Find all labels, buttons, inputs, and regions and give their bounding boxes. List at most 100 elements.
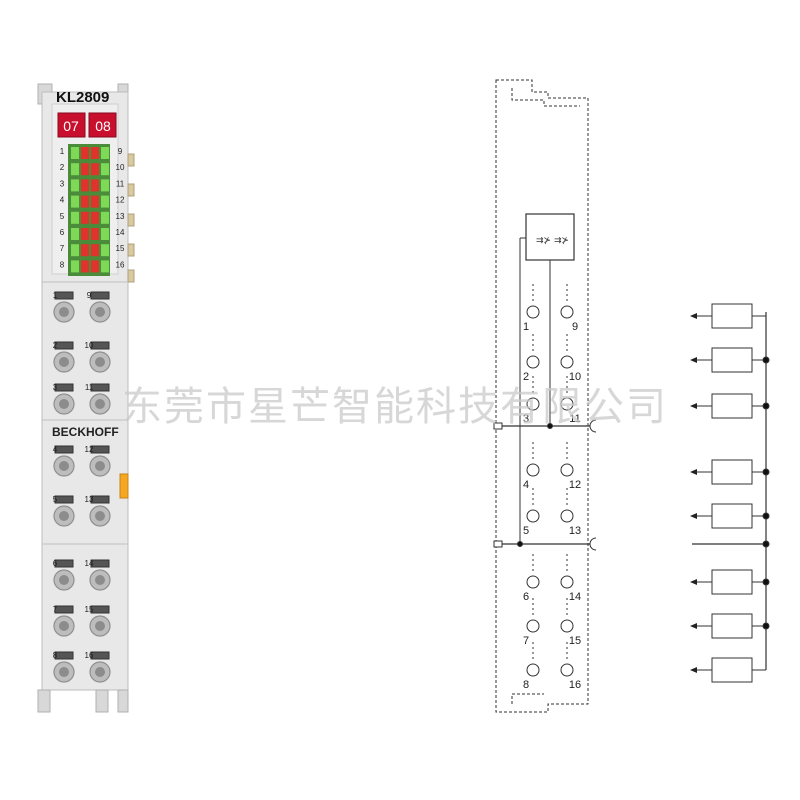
terminal-hole-inner-6 bbox=[59, 575, 69, 585]
pin-circle-9 bbox=[560, 305, 574, 319]
pin-label-left: 4 bbox=[523, 479, 529, 491]
pin-circle-12 bbox=[560, 463, 574, 477]
bus-hook-upper bbox=[589, 419, 597, 433]
pin-circle-6 bbox=[526, 575, 540, 589]
terminal-slot-12 bbox=[90, 445, 110, 454]
pin-label-left: 3 bbox=[523, 413, 529, 425]
pin-circle-14 bbox=[560, 575, 574, 589]
pin-label-left: 2 bbox=[523, 371, 529, 383]
led-4-3 bbox=[91, 195, 99, 208]
load-junction-2 bbox=[762, 356, 770, 364]
status-box-08 bbox=[88, 112, 117, 138]
arrow-left-icon bbox=[690, 623, 697, 629]
led-5-2 bbox=[81, 211, 89, 224]
pin-label-right: 12 bbox=[569, 479, 581, 491]
pin-label-right: 14 bbox=[569, 591, 581, 603]
led-6-4 bbox=[101, 228, 109, 240]
led-number-left: 8 bbox=[60, 260, 65, 269]
arrow-left-icon bbox=[690, 313, 697, 319]
terminal-slot-4 bbox=[54, 445, 74, 454]
load-junction-4 bbox=[762, 468, 770, 476]
led-number-right: 14 bbox=[116, 228, 125, 237]
pin-circle-7 bbox=[526, 619, 540, 633]
load-junction-bus bbox=[762, 540, 770, 548]
load-box-4 bbox=[711, 459, 753, 485]
led-5-1 bbox=[71, 211, 79, 224]
led-number-right: 15 bbox=[116, 244, 125, 253]
pin-circle-10 bbox=[560, 355, 574, 369]
pin-label-left: 6 bbox=[523, 591, 529, 603]
terminal-number-left: 5 bbox=[53, 495, 58, 504]
bus-hook-lower bbox=[589, 537, 597, 551]
led-number-right: 12 bbox=[116, 196, 125, 205]
led-3-2 bbox=[81, 179, 89, 192]
module-outline bbox=[495, 79, 589, 713]
terminal-hole-inner-8 bbox=[59, 667, 69, 677]
terminal-number-right: 16 bbox=[85, 651, 94, 660]
terminal-slot-8 bbox=[54, 651, 74, 660]
brand-label: BECKHOFF bbox=[52, 425, 119, 439]
terminal-number-right: 15 bbox=[85, 605, 94, 614]
bus-terminal-upper bbox=[493, 422, 503, 430]
led-8-3 bbox=[91, 260, 99, 273]
foot-right bbox=[117, 689, 129, 713]
led-6-3 bbox=[91, 228, 99, 240]
led-number-right: 16 bbox=[116, 260, 125, 269]
led-1-2 bbox=[81, 147, 89, 159]
outline-inner-top bbox=[511, 88, 580, 107]
load-junction-6 bbox=[762, 578, 770, 586]
led-4-1 bbox=[71, 195, 79, 208]
terminal-slot-3 bbox=[54, 383, 74, 392]
terminal-hole-inner-15 bbox=[95, 621, 105, 631]
status-box-07 bbox=[57, 112, 86, 138]
terminal-hole-inner-4 bbox=[59, 461, 69, 471]
arrow-left-icon bbox=[690, 667, 697, 673]
load-junction-7 bbox=[762, 622, 770, 630]
terminal-number-right: 9 bbox=[87, 291, 92, 300]
led-7-1 bbox=[71, 244, 79, 257]
terminal-number-left: 7 bbox=[53, 605, 58, 614]
pin-label-right: 11 bbox=[569, 413, 580, 425]
model-label: KL2809 bbox=[56, 89, 109, 106]
terminal-number-right: 10 bbox=[85, 341, 94, 350]
side-pins bbox=[127, 153, 135, 283]
led-3-3 bbox=[91, 179, 99, 192]
terminal-number-right: 14 bbox=[85, 559, 94, 568]
orange-tab bbox=[119, 473, 129, 499]
terminal-hole-inner-13 bbox=[95, 511, 105, 521]
pin-circle-4 bbox=[526, 463, 540, 477]
arrow-left-icon bbox=[690, 357, 697, 363]
led-2-1 bbox=[71, 163, 79, 176]
pin-label-right: 13 bbox=[569, 525, 581, 537]
led-7-2 bbox=[81, 244, 89, 257]
pin-circle-5 bbox=[526, 509, 540, 523]
terminal-hole-inner-7 bbox=[59, 621, 69, 631]
led-number-right: 13 bbox=[116, 212, 125, 221]
pin-label-left: 8 bbox=[523, 679, 529, 691]
led-number-right: 10 bbox=[116, 163, 125, 172]
led-number-left: 6 bbox=[60, 228, 65, 237]
terminal-hole-inner-16 bbox=[95, 667, 105, 677]
led-1-1 bbox=[71, 147, 79, 159]
led-6-2 bbox=[81, 228, 89, 240]
led-1-4 bbox=[101, 147, 109, 159]
led-number-left: 3 bbox=[60, 179, 65, 188]
pin-label-left: 1 bbox=[523, 321, 529, 333]
terminal-hole-inner-10 bbox=[95, 357, 105, 367]
load-box-5 bbox=[711, 503, 753, 529]
arrow-left-icon bbox=[690, 403, 697, 409]
led-number-left: 2 bbox=[60, 163, 65, 172]
terminal-hole-inner-9 bbox=[95, 307, 105, 317]
pin-label-right: 10 bbox=[569, 371, 581, 383]
terminal-slot-16 bbox=[90, 651, 110, 660]
led-5-4 bbox=[101, 211, 109, 224]
terminal-hole-inner-1 bbox=[59, 307, 69, 317]
pin-circle-13 bbox=[560, 509, 574, 523]
terminal-slot-15 bbox=[90, 605, 110, 614]
led-2-4 bbox=[101, 163, 109, 176]
